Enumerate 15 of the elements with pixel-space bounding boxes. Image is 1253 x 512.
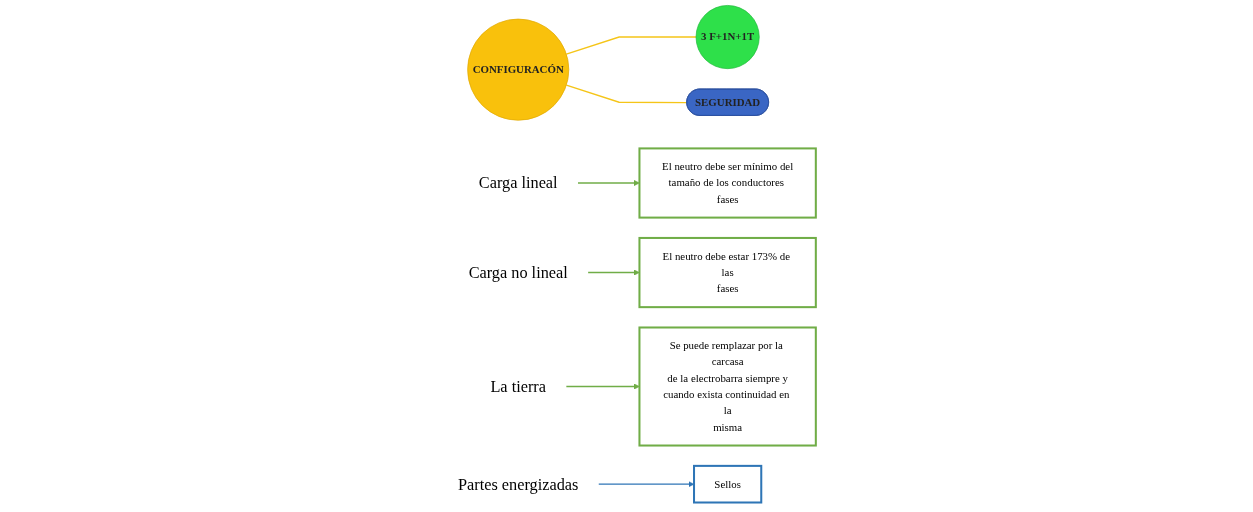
connector [565,84,688,104]
arrow [587,269,640,276]
node-text: La tierra [490,377,546,396]
node-text: Carga no lineal [468,263,568,282]
arrow [565,383,640,390]
node-circle: 3 F+1N+1T [695,5,760,69]
node-box: Sellos [692,464,763,504]
connector [565,36,697,55]
arrow [577,180,640,186]
node-box: El neutro debe estar 173% de las fases [638,236,817,309]
node-box: Se puede remplazar por la carcasa de la electrobarra siempre y cuando exista continuidad en la misma [638,326,817,447]
node-circle: CONFIGURACÓN [467,18,569,121]
node-text: Carga lineal [478,174,558,192]
node-box: El neutro debe ser mínimo del tamaño de los conductores fases [638,147,817,219]
node-text: Partes energizadas [457,475,579,494]
